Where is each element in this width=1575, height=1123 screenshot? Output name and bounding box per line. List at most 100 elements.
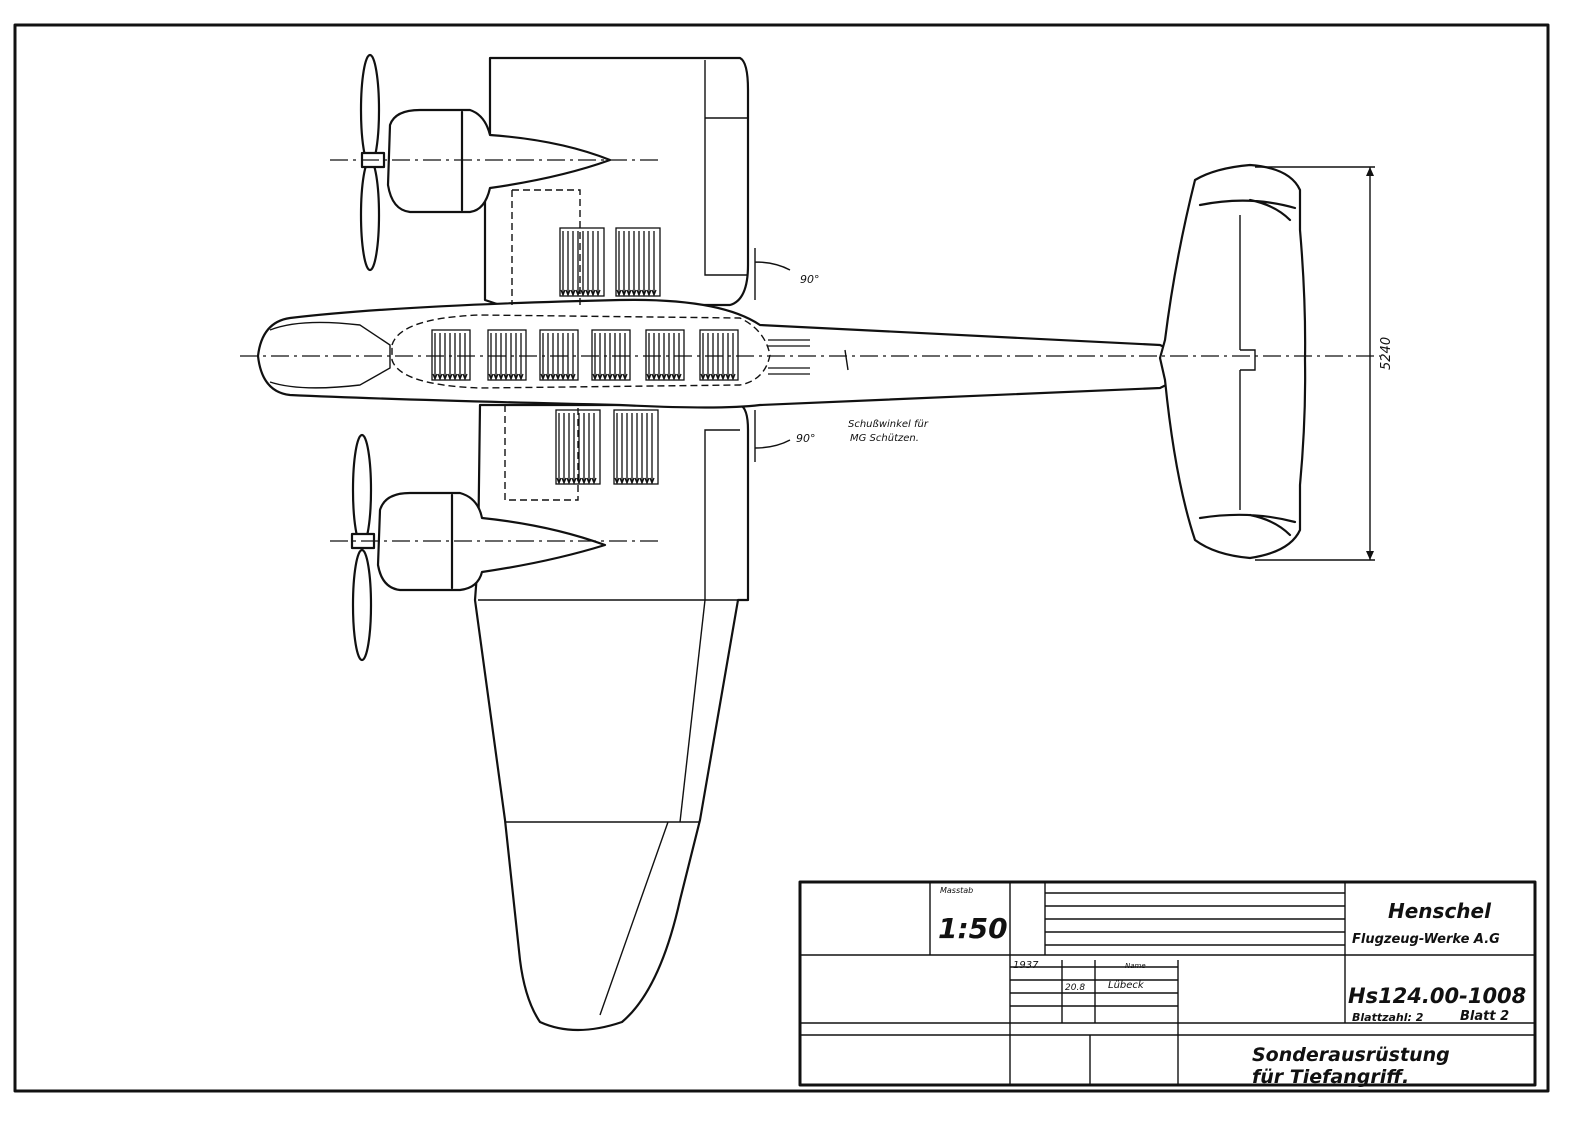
bomb-rack [699,329,739,381]
bomb-tip [634,477,640,485]
drawing-year: 1937 [1013,960,1039,971]
bomb-tip [591,477,597,485]
bomb-tip [518,373,524,381]
firing-arc-note-2: MG Schützen. [850,433,919,444]
drawing-title-1: Sonderausrüstung [1252,1044,1450,1066]
bomb-tip [676,373,682,381]
drawing-date: 20.8 [1065,983,1085,993]
drawing-number: Hs124.00-1008 [1348,984,1526,1008]
bomb-tip [651,289,657,297]
lower-firing-arc [754,410,791,462]
drawing-title-2: für Tiefangriff. [1252,1066,1409,1088]
bomb-tip [636,289,642,297]
lower-propeller-blade-top [351,433,373,547]
name-label: Name [1125,962,1146,970]
bomb-tip [566,477,572,485]
bomb-tip [725,373,731,381]
bomb-tip [498,373,504,381]
bomb-tip [556,477,562,485]
bomb-tip [710,373,716,381]
bomb-tip [432,373,438,381]
bomb-tip [666,373,672,381]
gun-marker [844,349,849,371]
bomb-tip [661,373,667,381]
bomb-tip [622,373,628,381]
upper-propeller-blade-bottom [359,158,381,272]
lower-endplate [1198,513,1297,537]
elevator-hinge [1239,215,1256,510]
upper-wing-aileron-line [704,60,748,276]
bomb-tip [671,373,677,381]
bomb-tip [705,373,711,381]
span-dimension-line [1255,166,1375,561]
bomb-tip [462,373,468,381]
lower-wing-panel-lines [478,429,740,1016]
upper-firing-arc [754,248,791,300]
bomb-rack [645,329,685,381]
company-name: Henschel [1388,899,1492,923]
name-signature: Lübeck [1108,980,1145,991]
bomb-rack [555,409,601,485]
bomb-tip [508,373,514,381]
bomb-tip [447,373,453,381]
bomb-tip [576,477,582,485]
bomb-tip [619,477,625,485]
fuselage [256,298,1192,409]
aircraft-planform [240,53,1380,1032]
angle-label-lower: 90° [796,432,816,445]
upper-wing-bay [511,189,581,305]
bomb-tip [700,373,706,381]
bomb-tip [730,373,736,381]
bomb-tip [565,373,571,381]
scale-label: Masstab [940,886,973,895]
bomb-tip [639,477,645,485]
bomb-tip [631,289,637,297]
firing-arc-note-1: Schußwinkel für [848,419,929,430]
company-subtitle: Flugzeug-Werke A.G [1352,932,1500,947]
bomb-tip [585,289,591,297]
bomb-rack [431,329,471,381]
bomb-rack [559,227,605,297]
bomb-tip [575,289,581,297]
bomb-tip [656,373,662,381]
bomb-tip [493,373,499,381]
horizontal-stabilizer [1158,163,1307,560]
bomb-tip [595,289,601,297]
bomb-tip [616,289,622,297]
bomb-tip [612,373,618,381]
bomb-tip [555,373,561,381]
rear-bomb-row [768,367,810,375]
drawing-border [13,23,1550,1093]
bomb-rack [487,329,527,381]
bomb-tip [646,373,652,381]
upper-nacelle [386,108,612,214]
angle-label-upper: 90° [800,273,820,286]
bomb-tip [580,289,586,297]
bomb-tip [602,373,608,381]
bomb-tip [560,289,566,297]
bomb-tip [597,373,603,381]
bomb-clusters [431,227,810,485]
bomb-rack [539,329,579,381]
bomb-tip [715,373,721,381]
bomb-tip [614,477,620,485]
rear-bomb-row [768,339,810,347]
bomb-tip [560,373,566,381]
bomb-rack [591,329,631,381]
bomb-tip [442,373,448,381]
bomb-tip [629,477,635,485]
bomb-rack [613,409,659,485]
bomb-tip [513,373,519,381]
bomb-tip [565,289,571,297]
bomb-tip [720,373,726,381]
upper-propeller-blade-top [359,53,381,167]
lower-wing [473,403,750,1032]
bomb-tip [617,373,623,381]
bomb-tip [581,477,587,485]
sheet-number: Blatt 2 [1460,1009,1509,1024]
bomb-tip [592,373,598,381]
lower-wing-bay [504,405,579,501]
bomb-tip [646,289,652,297]
lower-wing-aileron-line [679,599,706,823]
